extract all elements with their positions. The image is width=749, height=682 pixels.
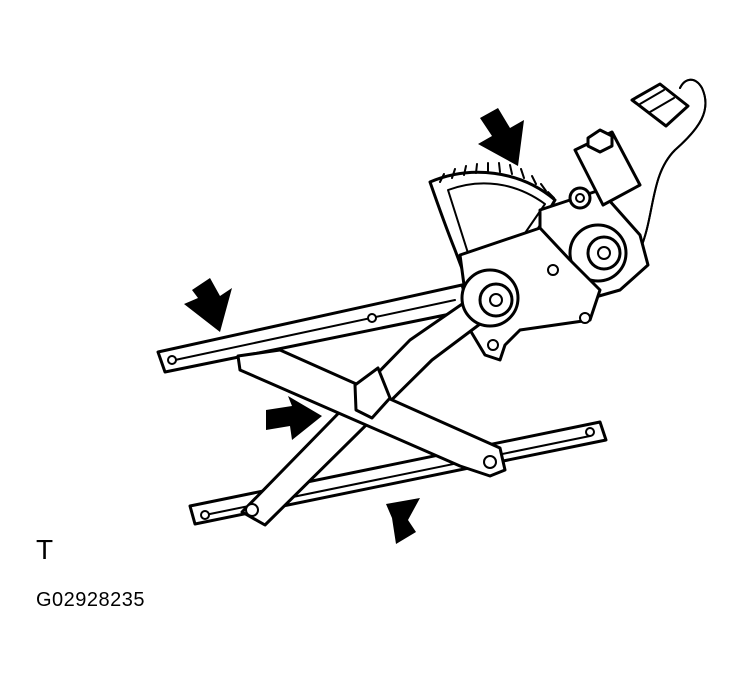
- electrical-connector: [630, 82, 690, 128]
- center-pivot: [353, 366, 392, 420]
- arrow-top-icon: [478, 108, 524, 166]
- motor-assembly: [538, 128, 650, 302]
- arrow-upper-left-icon: [184, 278, 232, 332]
- arrow-middle-left-icon: [266, 396, 322, 440]
- figure-id: G02928235: [36, 589, 146, 611]
- callout-arrows: [184, 108, 524, 544]
- wiring-harness: [639, 78, 707, 251]
- corner-mark: T: [36, 534, 54, 565]
- drive-pulley: [460, 268, 520, 328]
- arrow-lower-right-icon: [386, 498, 420, 544]
